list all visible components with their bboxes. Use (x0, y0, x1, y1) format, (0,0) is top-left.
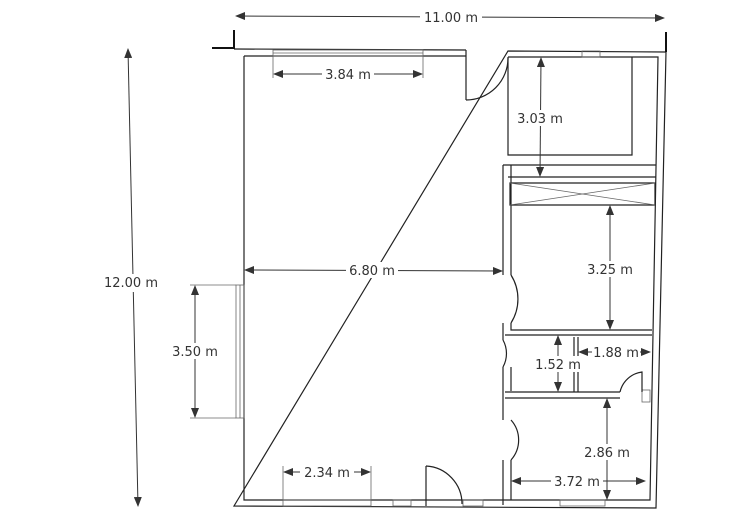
dim-overall-height: 12.00 m (100, 48, 162, 507)
dim-corridor: 1.52 m (535, 335, 581, 392)
window-bottom (282, 499, 606, 507)
entrance-door (465, 50, 509, 101)
interior-walls (502, 57, 656, 505)
label-living-width: 6.80 m (349, 264, 395, 279)
label-top-window: 3.84 m (325, 68, 371, 83)
label-bath-width: 1.88 m (593, 346, 639, 361)
dim-top-right-room: 3.03 m (514, 57, 566, 177)
label-bottom-room-width: 3.72 m (554, 475, 600, 490)
label-corridor: 1.52 m (535, 358, 581, 373)
label-left-window: 3.50 m (172, 345, 218, 360)
label-overall-width: 11.00 m (424, 11, 478, 26)
bath-door (619, 371, 643, 393)
corridor-door (502, 339, 507, 368)
dim-left-window: 3.50 m (168, 284, 236, 419)
dim-bottom-window: 2.34 m (282, 464, 372, 500)
bottom-door (425, 465, 463, 506)
label-bottom-room-height: 2.86 m (584, 446, 630, 461)
label-bedroom-height: 3.25 m (587, 263, 633, 278)
dim-bedroom-height: 3.25 m (583, 205, 637, 330)
dim-top-window: 3.84 m (272, 56, 424, 83)
dim-overall-width: 11.00 m (235, 8, 665, 26)
dim-bottom-room-height: 2.86 m (582, 398, 632, 500)
dim-living-width: 6.80 m (244, 262, 503, 279)
bedroom-door (510, 274, 519, 324)
window-top (272, 49, 424, 57)
label-overall-height: 12.00 m (104, 276, 158, 291)
bottom-room-door (510, 419, 520, 461)
dim-bottom-room-width: 3.72 m (511, 473, 646, 490)
dim-bath-width: 1.88 m (578, 344, 651, 361)
label-top-right-room: 3.03 m (517, 112, 563, 127)
label-bottom-window: 2.34 m (304, 466, 350, 481)
window-left (235, 284, 245, 419)
window-top-right (581, 50, 601, 58)
